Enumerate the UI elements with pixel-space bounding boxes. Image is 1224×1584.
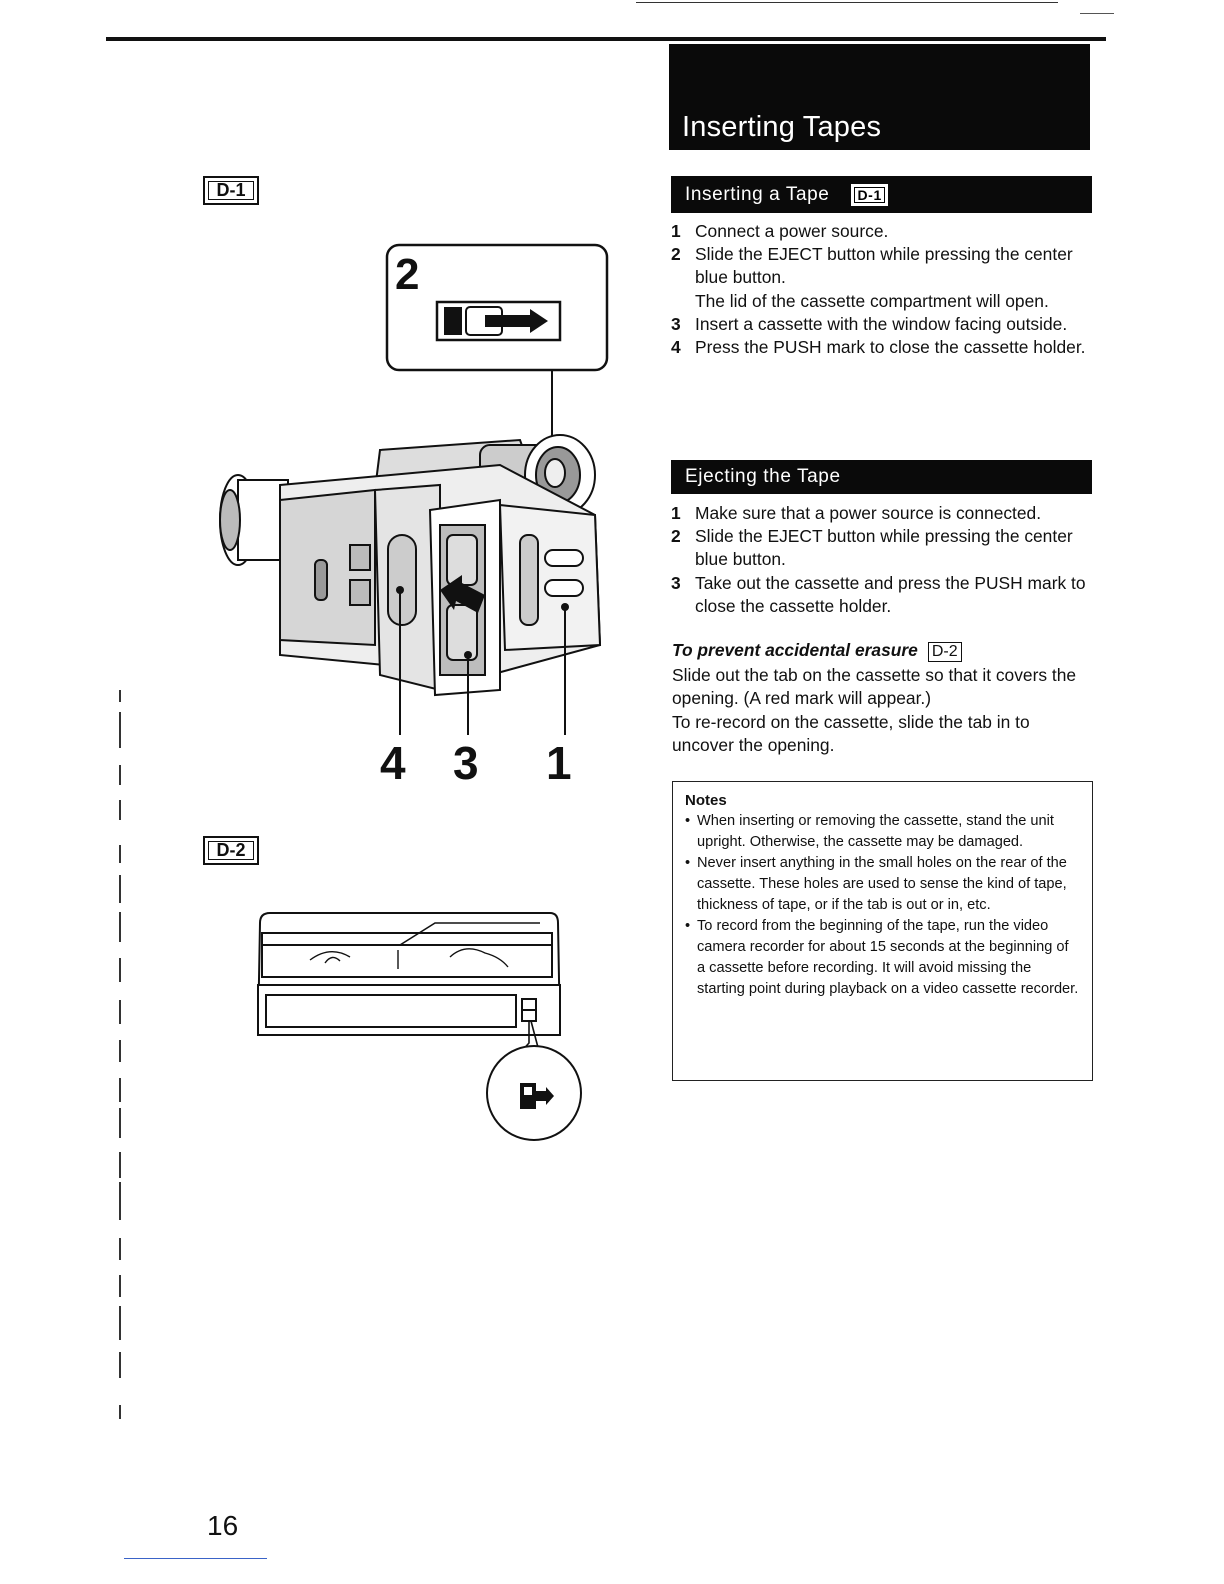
figure-ref-tag: D-1: [851, 183, 888, 206]
list-item: The lid of the cassette compartment will…: [695, 290, 1049, 311]
top-right-rule: [1080, 13, 1114, 14]
section-heading-inserting: Inserting a Tape D-1: [671, 176, 1092, 213]
section-heading-ejecting: Ejecting the Tape: [671, 460, 1092, 494]
notes-box: Notes When inserting or removing the cas…: [672, 781, 1093, 1081]
callout-number: 4: [380, 737, 406, 789]
callout-number: 2: [395, 250, 420, 299]
footer-rule: [124, 1558, 267, 1559]
list-item: When inserting or removing the cassette,…: [685, 811, 1080, 853]
figure-label-d2: D-2: [203, 836, 259, 865]
section-heading-text: Ejecting the Tape: [685, 466, 841, 487]
list-item: Never insert anything in the small holes…: [685, 853, 1080, 916]
section-heading-text: Inserting a Tape: [685, 183, 830, 205]
cassette-illustration: [256, 912, 582, 1141]
page-title-bar: Inserting Tapes: [669, 44, 1090, 150]
tab-icon: [520, 1083, 554, 1109]
page-title: Inserting Tapes: [682, 111, 882, 143]
erasure-paragraph-1: Slide out the tab on the cassette so tha…: [672, 665, 1077, 709]
erasure-paragraph-2: To re-record on the cassette, slide the …: [672, 712, 1030, 756]
callout-number: 1: [546, 737, 572, 789]
list-item: To record from the beginning of the tape…: [685, 916, 1080, 1000]
callout-number: 3: [453, 737, 479, 789]
eject-slider-icon: [435, 300, 562, 342]
page-number: 16: [207, 1510, 239, 1541]
camcorder-illustration: [219, 243, 609, 735]
top-thin-rule: [636, 2, 1058, 3]
notes-heading: Notes: [685, 792, 727, 809]
figure-ref-tag: D-2: [927, 642, 962, 662]
header-rule: [106, 37, 1106, 41]
figure-label-d1: D-1: [203, 176, 259, 205]
notes-list: When inserting or removing the cassette,…: [685, 811, 1080, 1000]
